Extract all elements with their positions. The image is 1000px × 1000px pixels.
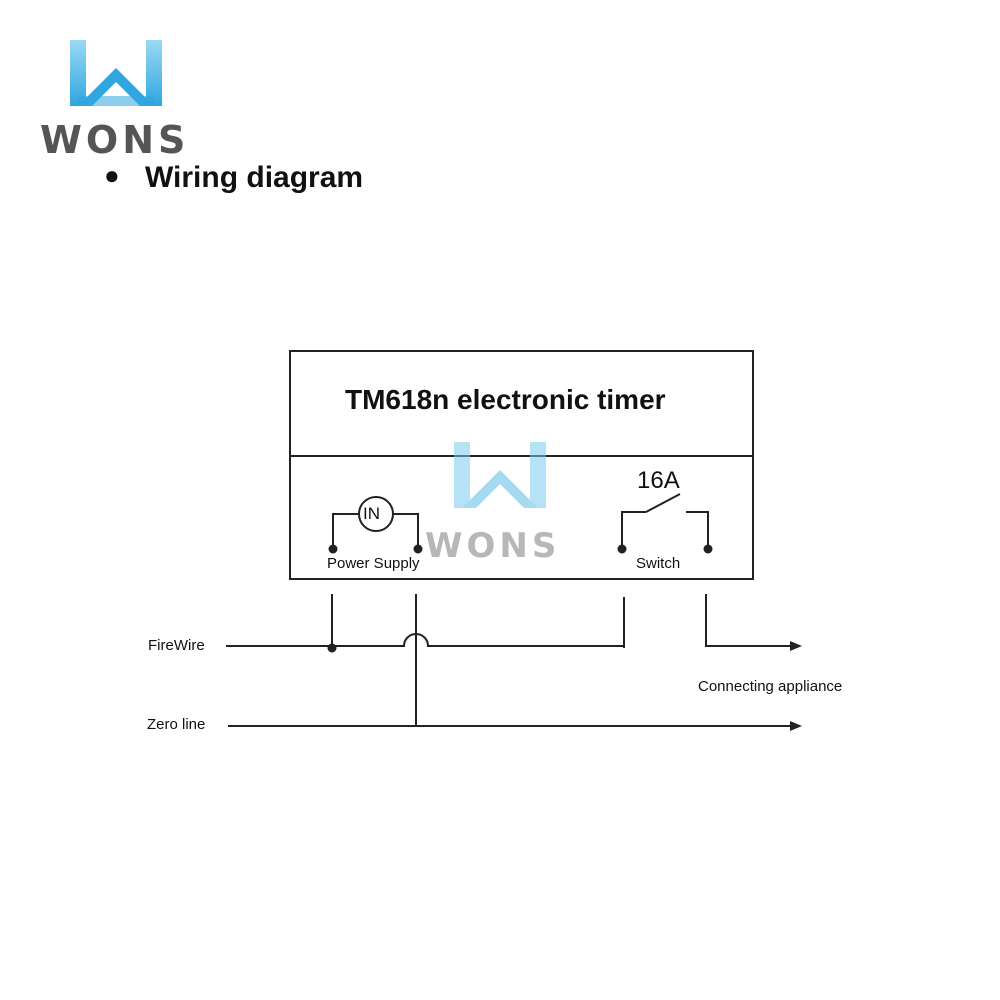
timer-box bbox=[289, 350, 754, 580]
wons-watermark-text: WONS bbox=[425, 526, 561, 566]
in-symbol-label: IN bbox=[363, 504, 380, 523]
timer-title: TM618n electronic timer bbox=[345, 384, 666, 415]
wons-watermark-icon bbox=[454, 442, 546, 508]
ps-right-lead bbox=[393, 513, 419, 549]
output-arrow-head bbox=[790, 641, 802, 651]
fire-line bbox=[226, 633, 624, 647]
switch-rating: 16A bbox=[637, 467, 680, 494]
wons-logo-icon bbox=[70, 40, 162, 106]
ps-left-lead bbox=[332, 513, 359, 549]
output-label: Connecting appliance bbox=[698, 678, 843, 695]
switch-left-lead bbox=[621, 511, 646, 549]
switch-blade bbox=[645, 493, 681, 513]
switch-out-wire bbox=[705, 594, 792, 647]
power-supply-label: Power Supply bbox=[327, 555, 420, 572]
switch-left-terminal bbox=[617, 544, 627, 554]
fire-line-label: FireWire bbox=[148, 637, 205, 654]
heading-title: Wiring diagram bbox=[145, 161, 364, 194]
zero-arrow-head bbox=[790, 721, 802, 731]
fire-junction-dot bbox=[327, 643, 337, 653]
ps-left-terminal bbox=[328, 544, 338, 554]
switch-right-terminal bbox=[703, 544, 713, 554]
wons-logo-text: WONS bbox=[40, 118, 190, 162]
switch-right-lead bbox=[686, 511, 709, 549]
ps-right-terminal bbox=[413, 544, 423, 554]
switch-label: Switch bbox=[636, 555, 681, 572]
zero-line-label: Zero line bbox=[147, 716, 206, 733]
heading-bullet: ● bbox=[104, 160, 120, 190]
